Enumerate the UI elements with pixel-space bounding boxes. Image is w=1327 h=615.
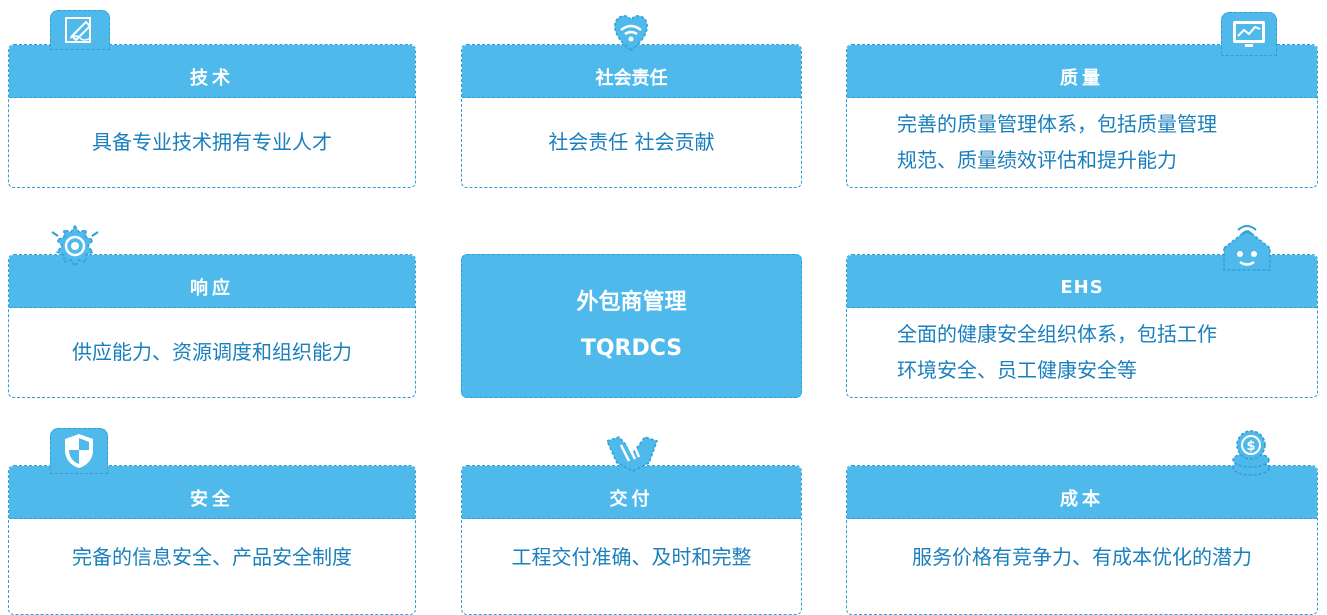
card-tech-header: 技术 <box>9 45 415 98</box>
card-delivery-line-1: 工程交付准确、及时和完整 <box>511 545 752 569</box>
handshake-icon <box>603 433 661 475</box>
card-social-body: 社会责任 社会贡献 <box>462 97 801 187</box>
card-tech-title: 技术 <box>190 68 234 89</box>
card-social-line-1: 社会责任 社会贡献 <box>548 130 715 154</box>
card-response-title: 响应 <box>190 278 234 299</box>
card-social: 社会责任 社会责任 社会贡献 <box>461 44 802 188</box>
signature-pen-icon <box>50 10 110 50</box>
coins-icon: $ <box>1226 428 1276 478</box>
card-safety-title: 安全 <box>190 489 234 510</box>
card-cost-title: 成本 <box>1060 489 1104 510</box>
card-quality-line-2: 规范、质量绩效评估和提升能力 <box>897 148 1177 172</box>
smart-home-icon <box>1218 222 1276 274</box>
card-tech-line-1: 具备专业技术拥有专业人才 <box>92 130 332 154</box>
card-response-body: 供应能力、资源调度和组织能力 <box>9 307 415 397</box>
card-ehs-body: 全面的健康安全组织体系，包括工作 环境安全、员工健康安全等 <box>847 307 1317 397</box>
card-ehs-title: EHS <box>1060 276 1104 298</box>
card-response-line-1: 供应能力、资源调度和组织能力 <box>72 340 352 364</box>
center-subtitle: TQRDCS <box>580 336 683 361</box>
card-quality-title: 质量 <box>1060 68 1104 89</box>
card-ehs: EHS 全面的健康安全组织体系，包括工作 环境安全、员工健康安全等 <box>846 254 1318 398</box>
card-delivery-title: 交付 <box>609 489 654 510</box>
card-quality: 质量 完善的质量管理体系，包括质量管理 规范、质量绩效评估和提升能力 <box>846 44 1318 188</box>
card-safety: 安全 完备的信息安全、产品安全制度 <box>8 465 416 615</box>
card-safety-header: 安全 <box>9 466 415 519</box>
card-delivery-body: 工程交付准确、及时和完整 <box>462 518 801 614</box>
card-delivery: 交付 工程交付准确、及时和完整 <box>461 465 802 615</box>
card-ehs-line-2: 环境安全、员工健康安全等 <box>897 358 1137 382</box>
card-cost: 成本 服务价格有竞争力、有成本优化的潜力 <box>846 465 1318 615</box>
card-cost-header: 成本 <box>847 466 1317 519</box>
center-title: 外包商管理 <box>576 290 687 315</box>
card-tech-body: 具备专业技术拥有专业人才 <box>9 97 415 187</box>
card-ehs-line-1: 全面的健康安全组织体系，包括工作 <box>897 322 1217 346</box>
center-card: 外包商管理 TQRDCS <box>461 254 802 398</box>
heart-hand-icon <box>607 10 655 56</box>
card-cost-line-1: 服务价格有竞争力、有成本优化的潜力 <box>912 545 1252 569</box>
card-quality-body: 完善的质量管理体系，包括质量管理 规范、质量绩效评估和提升能力 <box>847 97 1317 187</box>
card-cost-body: 服务价格有竞争力、有成本优化的潜力 <box>847 518 1317 614</box>
card-response: 响应 供应能力、资源调度和组织能力 <box>8 254 416 398</box>
card-safety-line-1: 完备的信息安全、产品安全制度 <box>72 545 352 569</box>
card-safety-body: 完备的信息安全、产品安全制度 <box>9 518 415 614</box>
card-social-header: 社会责任 <box>462 45 801 98</box>
card-quality-line-1: 完善的质量管理体系，包括质量管理 <box>897 112 1217 136</box>
card-social-title: 社会责任 <box>595 68 668 89</box>
card-delivery-header: 交付 <box>462 466 801 519</box>
monitor-chart-icon <box>1221 12 1277 56</box>
svg-text:$: $ <box>1246 439 1255 454</box>
shield-icon <box>50 428 108 474</box>
gear-bulb-icon <box>48 222 102 272</box>
card-tech: 技术 具备专业技术拥有专业人才 <box>8 44 416 188</box>
